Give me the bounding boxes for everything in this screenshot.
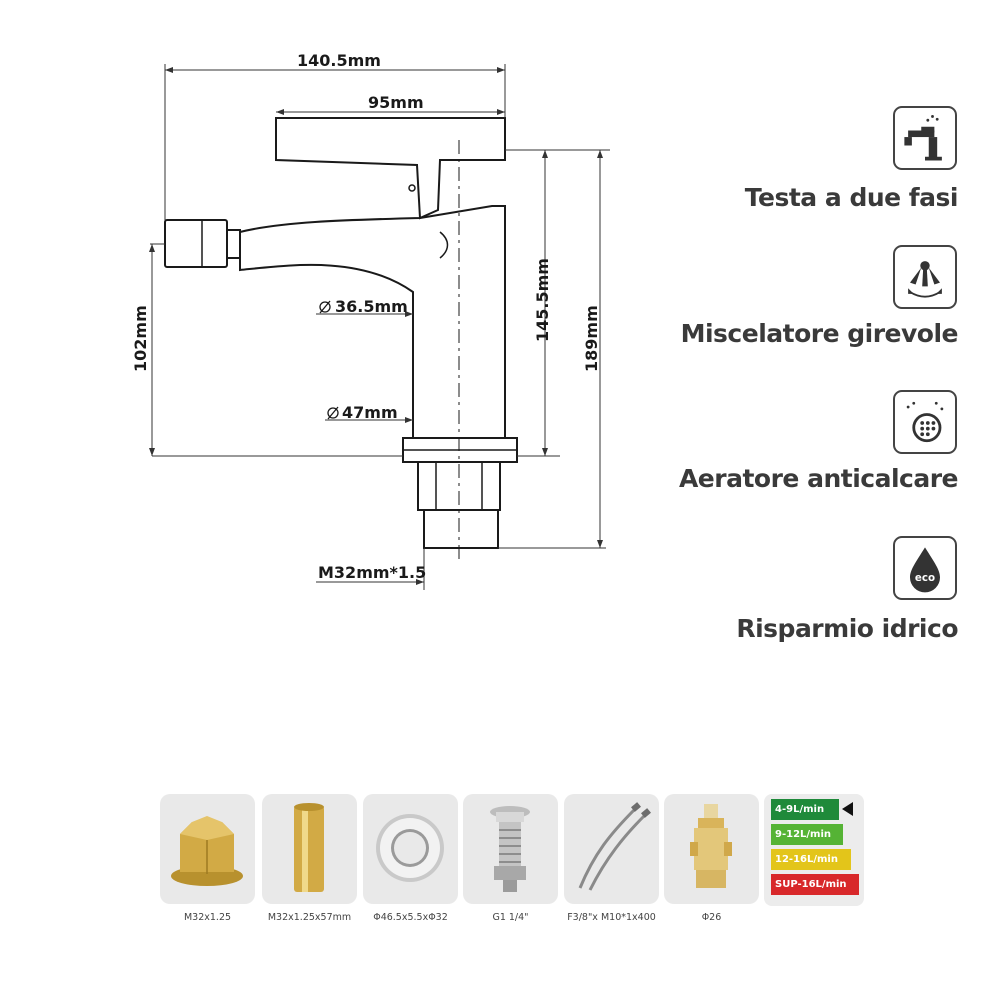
faucet-body <box>239 205 506 439</box>
accessory-caption: G1 1/4" <box>492 912 529 923</box>
faucet-icon <box>893 106 957 170</box>
feature-label-swivel: Miscelatore girevole <box>680 319 959 348</box>
dim-spout-height: 102mm <box>131 305 150 372</box>
accessory-brass-tube <box>262 794 357 904</box>
flow-bar-9-12: 9-12L/min <box>771 824 843 845</box>
spout-detail <box>439 231 449 259</box>
flow-bar-4-9: 4-9L/min <box>771 799 839 820</box>
flow-bar-sup-16: SUP-16L/min <box>771 874 859 895</box>
feature-label-two-phase: Testa a due fasi <box>744 183 959 212</box>
accessory-caption: Φ26 <box>701 912 722 923</box>
feature-label-water-saving: Risparmio idrico <box>736 614 958 643</box>
eco-drop-icon: eco <box>893 536 957 600</box>
accessory-pop-up-drain <box>463 794 558 904</box>
handle-screw <box>408 184 416 192</box>
dim-total-width: 140.5mm <box>297 51 381 70</box>
aerator-icon <box>893 390 957 454</box>
accessory-chrome-ring <box>363 794 458 904</box>
brass-nut-icon <box>171 816 243 886</box>
handle-outline <box>275 117 506 220</box>
cartridge-icon <box>690 804 732 888</box>
dim-handle-length: 95mm <box>368 93 424 112</box>
dim-thread: M32mm*1.5 <box>318 563 426 582</box>
swivel-spray-icon <box>893 245 957 309</box>
svg-text:47mm: 47mm <box>342 403 398 422</box>
flow-rate-panel: 4-9L/min 9-12L/min 12-16L/min SUP-16L/mi… <box>764 794 864 906</box>
accessory-flexible-hose <box>564 794 659 904</box>
accessory-cartridge <box>664 794 759 904</box>
accessory-brass-nut <box>160 794 255 904</box>
dim-total-height: 189mm <box>582 305 601 372</box>
svg-text:36.5mm: 36.5mm <box>335 297 408 316</box>
svg-text:eco: eco <box>915 572 935 584</box>
dim-body-height: 145.5mm <box>533 258 552 342</box>
dim-base-diameter: 47mm <box>327 403 398 422</box>
feature-label-aerator: Aeratore anticalcare <box>678 464 959 493</box>
thread-stud <box>423 509 499 549</box>
chrome-ring-icon <box>376 814 444 882</box>
brass-tube-icon <box>294 803 324 892</box>
accessory-caption: M32x1.25x57mm <box>267 912 352 923</box>
selected-arrow-icon <box>842 802 853 816</box>
nozzle <box>164 219 228 268</box>
accessory-caption: Φ46.5x5.5xΦ32 <box>373 912 448 923</box>
dim-body-diameter: 36.5mm <box>319 297 408 316</box>
flexible-hose-icon <box>578 802 651 891</box>
hex-nut <box>417 461 501 511</box>
accessory-caption: F3/8"x M10*1x400 <box>567 912 656 923</box>
flow-bar-12-16: 12-16L/min <box>771 849 851 870</box>
pop-up-drain-icon <box>490 806 530 892</box>
accessory-caption: M32x1.25 <box>183 912 232 923</box>
